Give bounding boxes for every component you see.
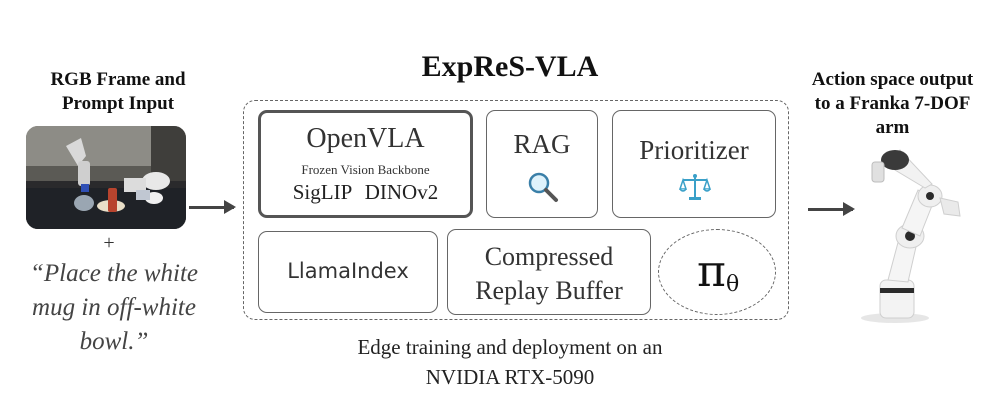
openvla-box: OpenVLA Frozen Vision Backbone SigLIP DI… [258,110,473,218]
policy-symbol: π [697,246,726,297]
llamaindex-label: LlamaIndex [287,259,409,283]
openvla-label: OpenVLA [306,123,425,154]
output-title: Action space output to a Franka 7-DOF ar… [790,68,995,140]
system-container [243,100,789,320]
prompt-line: “Place the white [29,260,199,287]
caption-line: Edge training and deployment on an [357,335,663,359]
policy-subscript: θ [726,272,740,297]
llamaindex-box: LlamaIndex [258,231,438,313]
output-arrow [808,202,855,216]
output-title-line: to a Franka 7-DOF [814,93,971,114]
rag-label: RAG [513,129,571,159]
output-title-line: Action space output [811,69,974,90]
replay-buffer-line: Replay Buffer [475,276,623,305]
caption-line: NVIDIA RTX-5090 [425,365,595,389]
magnifier-icon [527,171,559,208]
openvla-models: SigLIP DINOv2 [292,180,439,204]
policy-ellipse: π θ [658,229,776,315]
input-title: RGB Frame and Prompt Input [18,68,218,116]
deployment-caption: Edge training and deployment on an NVIDI… [290,332,730,392]
input-arrow [189,200,236,214]
openvla-subtitle: Frozen Vision Backbone [301,162,430,177]
output-title-line: arm [875,117,910,138]
rag-box: RAG [486,110,598,218]
input-title-line: Prompt Input [61,93,175,114]
prompt-line: mug in off-white [32,294,196,321]
prompt-line: bowl.” [79,328,149,355]
prompt-text: “Place the white mug in off-white bowl.” [14,257,214,359]
scales-icon [678,173,712,206]
replay-buffer-label: Compressed Replay Buffer [448,240,650,308]
system-title: ExpReS-VLA [421,50,599,83]
replay-buffer-line: Compressed [484,242,614,271]
prioritizer-box: Prioritizer [612,110,776,218]
input-title-line: RGB Frame and [50,69,186,90]
rgb-frame-image [26,126,186,229]
replay-buffer-box: Compressed Replay Buffer [447,229,651,315]
prioritizer-label: Prioritizer [639,135,749,165]
plus-sign: + [103,232,115,254]
franka-robot-arm-image [840,140,980,325]
